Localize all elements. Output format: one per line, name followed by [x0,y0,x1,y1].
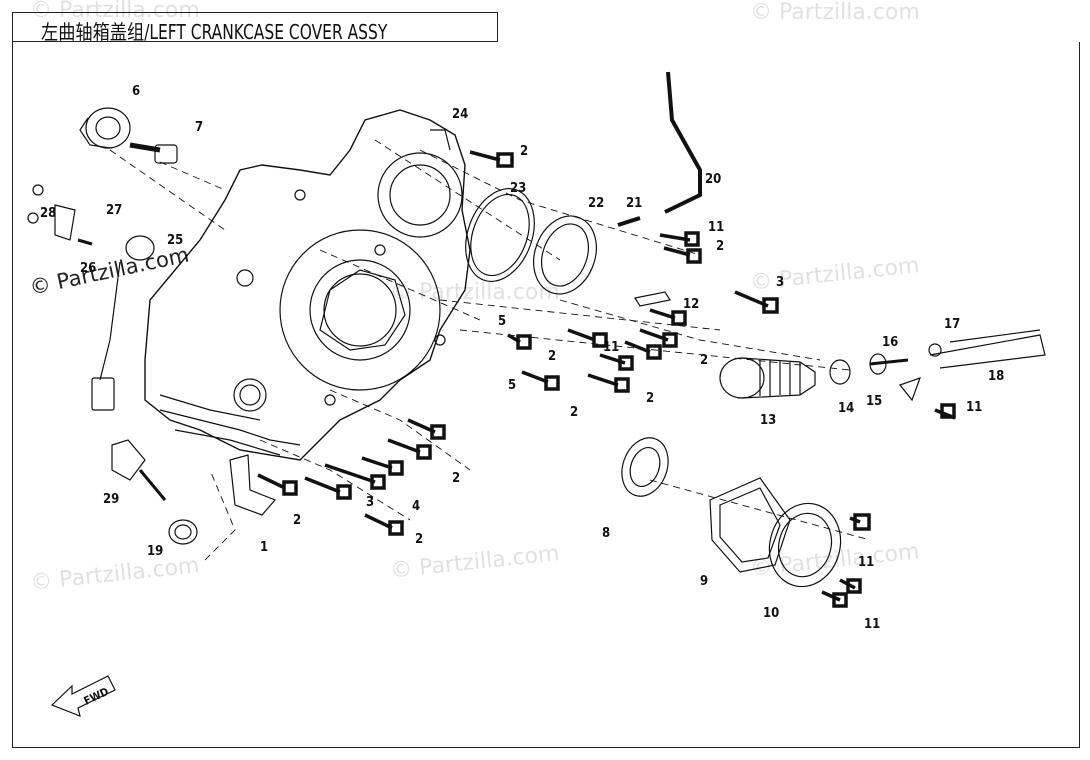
callout-5: 5 [508,378,516,393]
callout-2: 2 [548,349,556,364]
callout-10: 10 [763,606,779,621]
callout-19: 19 [147,544,163,559]
callout-5: 5 [498,314,506,329]
callout-labels: 6 7 24 2 23 20 22 21 11 2 28 27 28 25 26… [40,84,1004,632]
callout-4: 4 [412,499,420,514]
callout-2: 2 [415,532,423,547]
title-box: 左曲轴箱盖组/LEFT CRANKCASE COVER ASSY [12,12,498,44]
part-19-washer [168,519,198,545]
callout-2: 2 [452,471,460,486]
diagram-title: 左曲轴箱盖组/LEFT CRANKCASE COVER ASSY [41,20,388,44]
callout-2: 2 [520,144,528,159]
part-6-cap [79,107,131,149]
callout-11: 11 [864,617,880,632]
callout-14: 14 [838,401,854,416]
crankcase-cover [144,109,471,461]
part-13-bellows [719,357,816,399]
part-7-bolt [129,142,178,164]
callout-11: 11 [603,340,619,355]
callout-29: 29 [103,492,119,507]
callout-18: 18 [988,369,1004,384]
callout-17: 17 [944,317,960,332]
part-29-dipstick [111,439,167,501]
parts-25-28-sensor [27,184,155,411]
part-1-bracket [229,454,277,516]
part-8-bearing [621,437,669,497]
callout-11: 11 [858,555,874,570]
part-22-cover [533,215,597,295]
callout-25: 25 [167,233,183,248]
callout-20: 20 [705,172,721,187]
callout-3: 3 [366,495,374,510]
callout-24: 24 [452,107,468,122]
callout-3: 3 [776,275,784,290]
parts-14-18-hose-assembly [829,329,1046,402]
callout-11: 11 [966,400,982,415]
callout-2: 2 [293,513,301,528]
callout-11: 11 [708,220,724,235]
part-23-oring [465,187,535,283]
callout-13: 13 [760,413,776,428]
callout-2: 2 [716,239,724,254]
callout-23: 23 [510,181,526,196]
callout-6: 6 [132,84,140,99]
part-21-pin [617,216,641,227]
callout-28: 28 [40,206,56,221]
part-12-plate [634,291,671,307]
watermark-center: © Partzilla.com [390,280,560,305]
callout-22: 22 [588,196,604,211]
diagram-frame [12,42,1080,748]
callout-15: 15 [866,394,882,409]
callout-27: 27 [106,203,122,218]
fwd-label: FWD [82,685,111,708]
callout-2: 2 [570,405,578,420]
bolts-group [257,150,956,608]
callout-16: 16 [882,335,898,350]
callout-1: 1 [260,540,268,555]
callout-2: 2 [700,353,708,368]
callout-12: 12 [683,297,699,312]
part-9-gasket [709,477,791,573]
callout-7: 7 [195,120,203,135]
callout-21: 21 [626,196,642,211]
part-20-tube [664,71,702,214]
callout-2: 2 [646,391,654,406]
watermark-top-left: © Partzilla.com [30,0,200,23]
callout-26: 26 [80,261,96,276]
diagram-artwork [27,71,1046,717]
fwd-arrow-icon [50,675,116,717]
part-10-cover [768,502,842,588]
callout-8: 8 [602,526,610,541]
callout-9: 9 [700,574,708,589]
watermark-top-right: © Partzilla.com [750,0,920,25]
